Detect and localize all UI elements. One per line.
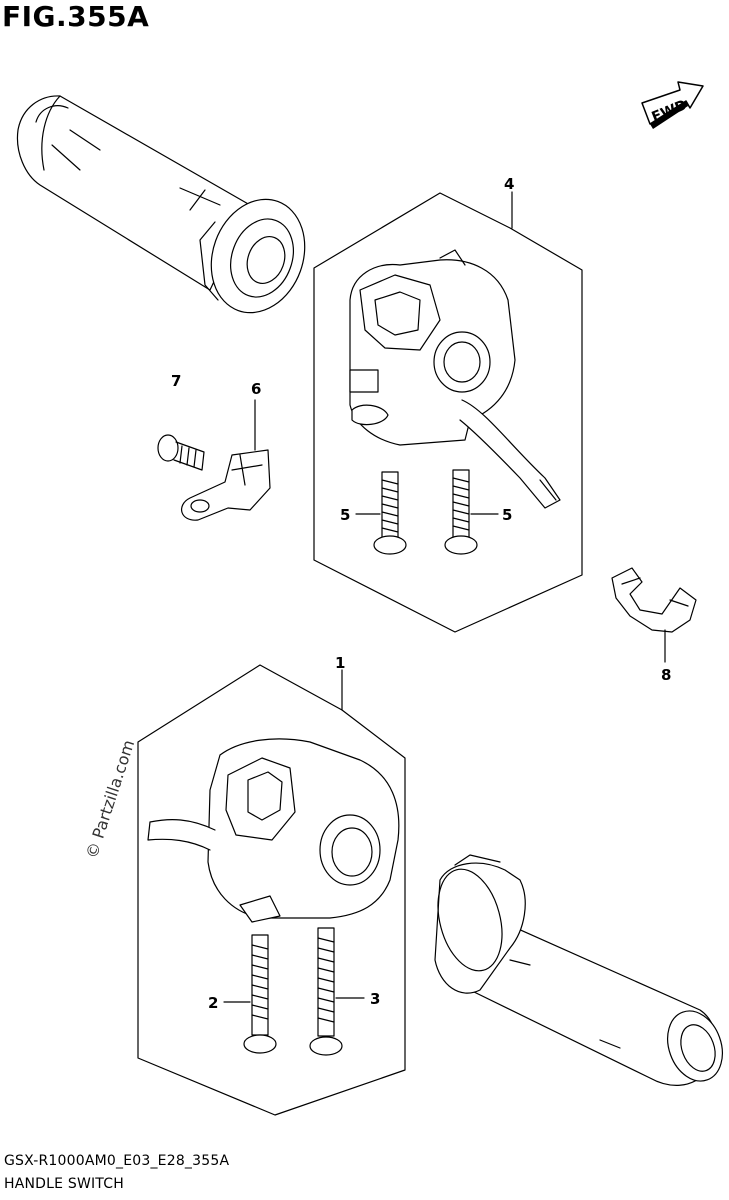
bolt-7-icon: [157, 434, 205, 471]
clamp-6-icon: [181, 399, 271, 521]
callout-8: 8: [661, 666, 671, 684]
model-code: GSX-R1000AM0_E03_E28_355A: [4, 1153, 230, 1169]
screw-5a-icon: [373, 471, 407, 555]
callout-3: 3: [370, 990, 380, 1008]
callout-2: 2: [208, 994, 218, 1012]
parts-diagram: FWD: [16, 81, 723, 1116]
clamp-8-icon: [611, 567, 697, 663]
screw-3-icon: [309, 927, 343, 1056]
callout-5-right: 5: [502, 506, 512, 524]
fwd-arrow-icon: FWD: [641, 81, 704, 129]
left-switch-housing-icon: [349, 249, 561, 509]
figure-title: FIG.355A: [2, 0, 150, 33]
callout-1: 1: [335, 654, 345, 672]
grip-upper-icon: [16, 95, 306, 314]
grip-lower-icon: [434, 854, 723, 1086]
callout-4: 4: [504, 175, 514, 193]
callout-5-left: 5: [340, 506, 350, 524]
callout-6: 6: [251, 380, 261, 398]
screw-5b-icon: [444, 469, 478, 555]
callout-7: 7: [171, 372, 181, 390]
assembly-boundary-1: [137, 664, 406, 1116]
right-switch-housing-icon: [147, 738, 400, 923]
screw-2-icon: [243, 934, 277, 1054]
figure-caption: HANDLE SWITCH: [4, 1176, 124, 1192]
assembly-boundary-4: [313, 192, 583, 633]
